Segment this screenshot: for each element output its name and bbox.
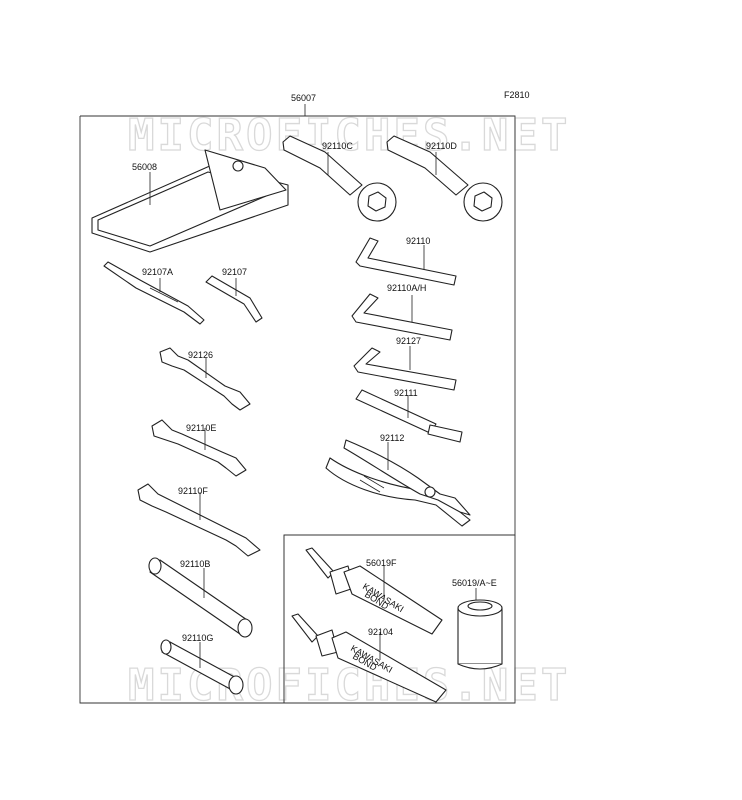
tool-bag-icon — [91, 149, 289, 253]
open-wrench-92110f-icon — [137, 483, 261, 557]
box-wrench-92110c-icon — [282, 135, 397, 222]
watermark-top: MICROFICHES.NET — [128, 110, 570, 161]
socket-92110g-icon — [160, 639, 244, 695]
part-label-92110f: 92110F — [178, 486, 208, 496]
part-label-92110c: 92110C — [322, 141, 353, 151]
part-label-92110a-h: 92110A/H — [387, 283, 426, 293]
box-wrench-92110d-icon — [386, 135, 503, 222]
part-label-92104: 92104 — [368, 627, 393, 637]
handle-bar-92111-icon — [355, 389, 463, 443]
part-label-92110e: 92110E — [186, 423, 216, 433]
part-label-92111: 92111 — [394, 388, 418, 398]
part-label-92107: 92107 — [222, 267, 247, 277]
part-label-92127: 92127 — [396, 336, 421, 346]
screwdriver-92107a-icon — [103, 261, 205, 325]
part-label-56019-a-e: 56019/A~E — [452, 578, 497, 588]
hex-key-92110-icon — [355, 237, 457, 286]
assembly-label: 56007 — [291, 93, 316, 103]
part-label-56008: 56008 — [132, 162, 157, 172]
screwdriver-92107-icon — [205, 275, 263, 323]
part-label-56019f: 56019F — [366, 558, 397, 568]
bond-tube-92104-icon: KAWASAKI BOND — [291, 613, 447, 703]
hex-key-92110a-h-icon — [351, 293, 453, 341]
bond-can-56019-icon — [457, 599, 503, 670]
part-label-92110g: 92110G — [182, 633, 213, 643]
part-label-92110: 92110 — [406, 236, 430, 246]
part-label-92107a: 92107A — [142, 267, 173, 277]
assembly-frame — [79, 104, 516, 704]
part-label-92110b: 92110B — [180, 559, 210, 569]
figure-code: F2810 — [504, 90, 530, 100]
part-label-92126: 92126 — [188, 350, 213, 360]
part-label-92110d: 92110D — [426, 141, 457, 151]
hex-key-92127-icon — [353, 347, 457, 391]
socket-wrench-92110b-icon — [148, 557, 253, 638]
open-wrench-92126-icon — [159, 347, 251, 411]
part-label-92112: 92112 — [380, 433, 404, 443]
open-wrench-92110e-icon — [151, 419, 247, 477]
pliers-92112-icon — [325, 439, 471, 527]
